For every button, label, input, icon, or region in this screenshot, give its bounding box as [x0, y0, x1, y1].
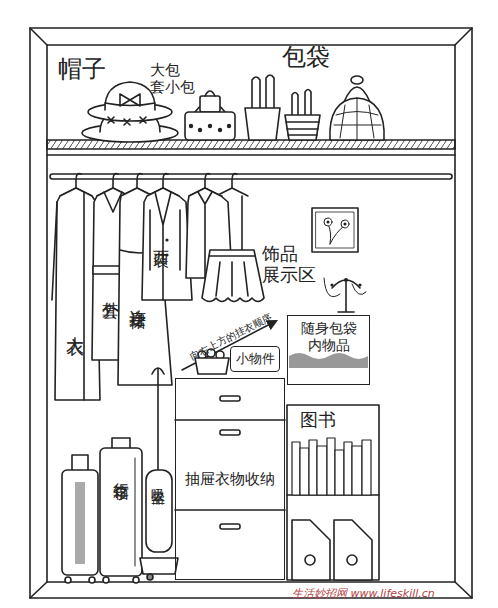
text-label: 大包 套小包 [150, 62, 200, 97]
picture-frame [312, 208, 358, 252]
bookshelf [287, 405, 379, 580]
bunny-bags [245, 75, 320, 140]
labeled-box: 随身包袋 内物品 [287, 315, 370, 385]
box-stripe [289, 353, 368, 368]
text-label: 西装 [152, 238, 170, 240]
luggage-handle [72, 455, 88, 470]
handbag [330, 76, 384, 140]
handbag-knot [351, 76, 363, 84]
small-bag [200, 96, 220, 112]
drawer-dividers [175, 420, 285, 510]
vacuum-wheel [147, 574, 153, 580]
box-text: 随身包袋 内物品 [290, 320, 367, 354]
hat-cross-marks [108, 117, 146, 125]
suit-buttons [165, 238, 168, 256]
handbag-pattern [334, 99, 381, 140]
luggage-ribs [135, 458, 136, 566]
luggage-handle [112, 438, 130, 448]
suit-lapels [150, 192, 180, 300]
handbag-body [330, 98, 384, 140]
closet-outer-frame [30, 28, 472, 598]
magazine-holder-holes [305, 555, 357, 565]
labeled-box: 抽屉衣物收纳 [175, 378, 285, 580]
text-label: 包袋 [282, 44, 330, 72]
jewelry-beads [330, 278, 361, 287]
skirt [202, 250, 264, 302]
shelf-underside [47, 154, 455, 156]
luggage-small [62, 470, 98, 575]
labeled-box: 小物件 [230, 346, 280, 372]
text-label: 生活妙招网 www.lifeskill.cn [292, 588, 435, 601]
striped-basket [285, 115, 320, 140]
bunny-ears [292, 90, 311, 116]
text-label: 外套 [101, 288, 121, 290]
text-label: 帽子 [58, 56, 106, 84]
hat-band [105, 103, 155, 106]
big-bag [185, 112, 235, 140]
hat-crown [105, 82, 155, 110]
text-label: 图书 [300, 410, 336, 431]
text-label: 大衣 [64, 322, 85, 324]
vacuum-handle [152, 368, 164, 470]
picture-frame-inner [316, 212, 354, 248]
luggage-stripe [75, 482, 85, 564]
frame-corner-lines [30, 28, 472, 598]
skirt-waistband [209, 256, 255, 296]
text-label: 连身裙 [128, 296, 148, 299]
text-label: 行李箱 [112, 470, 130, 473]
luggage-large [100, 448, 142, 576]
box-text: 抽屉衣物收纳 [185, 470, 275, 488]
flower-centers [327, 221, 347, 226]
bunny-ears [252, 75, 274, 108]
hat-bow [120, 94, 140, 106]
text-label: 饰品 展示区 [262, 244, 324, 285]
nested-bags [185, 91, 235, 140]
box-text: 小物件 [236, 351, 275, 367]
flower-stems [328, 224, 344, 244]
magazine-holders [292, 520, 372, 580]
necklace [324, 278, 366, 297]
bunny-bag [245, 108, 280, 140]
drawer-handles [220, 396, 240, 529]
basket-stripes [286, 122, 319, 135]
flowers [324, 218, 349, 228]
vacuum-body [146, 470, 172, 552]
suit [142, 188, 192, 300]
closet-inner-frame [47, 45, 455, 582]
luggage-wheels [65, 577, 139, 583]
bag-dots [189, 124, 231, 132]
books [292, 438, 371, 495]
vacuum-base [140, 558, 178, 574]
hanging-rod [50, 174, 452, 179]
small-bag-handle [205, 91, 215, 96]
text-label: 吸尘器 [150, 478, 166, 481]
